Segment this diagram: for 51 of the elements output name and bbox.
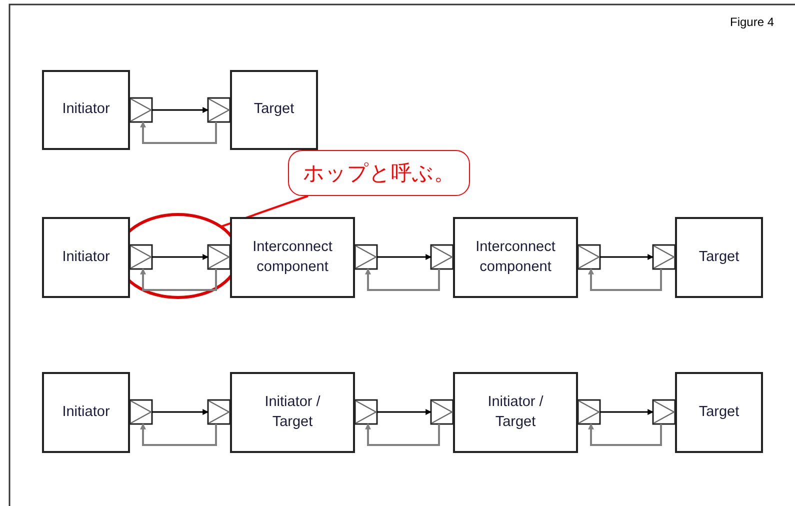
component-box xyxy=(453,217,578,298)
box-label: Initiator / Target xyxy=(486,392,544,432)
arrow xyxy=(377,254,432,260)
component-box xyxy=(230,372,355,453)
port-symbol xyxy=(354,399,378,425)
box-label: Interconnect component xyxy=(474,238,556,276)
box-label: Initiator xyxy=(62,248,110,267)
component-box xyxy=(675,217,763,298)
port-symbol xyxy=(354,244,378,270)
box-label: Initiator / Target xyxy=(264,392,322,432)
return-arrow xyxy=(140,268,217,291)
figure-number: Figure 4 xyxy=(730,15,774,29)
callout-text: ホップと呼ぶ。 xyxy=(303,161,455,187)
port-symbol xyxy=(129,244,153,270)
return-arrow xyxy=(365,268,440,291)
port-symbol xyxy=(577,244,601,270)
component-box xyxy=(230,70,318,150)
port-symbol xyxy=(129,399,153,425)
component-box xyxy=(675,372,763,453)
return-arrow xyxy=(365,423,440,446)
arrow xyxy=(152,409,209,415)
box-label: Initiator xyxy=(62,402,110,422)
return-arrow xyxy=(140,121,217,144)
box-label: Target xyxy=(254,100,294,120)
arrow xyxy=(377,409,432,415)
arrow xyxy=(152,254,209,260)
box-label: Target xyxy=(698,402,740,422)
box-label: Initiator xyxy=(62,100,110,120)
arrow xyxy=(152,107,209,113)
component-box xyxy=(230,217,355,298)
port-symbol xyxy=(652,244,676,270)
component-box xyxy=(453,372,578,453)
box-label: Target xyxy=(698,248,740,267)
component-box xyxy=(42,372,130,453)
component-box xyxy=(42,217,130,298)
return-arrow xyxy=(588,423,662,446)
port-symbol xyxy=(207,399,231,425)
return-arrow xyxy=(588,268,662,291)
return-arrow xyxy=(140,423,217,446)
arrow xyxy=(600,409,654,415)
port-symbol xyxy=(129,97,153,123)
component-box xyxy=(42,70,130,150)
callout-bubble xyxy=(288,150,470,196)
port-symbol xyxy=(430,399,454,425)
port-symbol xyxy=(652,399,676,425)
port-symbol xyxy=(207,244,231,270)
arrow xyxy=(600,254,654,260)
port-symbol xyxy=(577,399,601,425)
port-symbol xyxy=(430,244,454,270)
port-symbol xyxy=(207,97,231,123)
box-label: Interconnect component xyxy=(252,238,334,276)
